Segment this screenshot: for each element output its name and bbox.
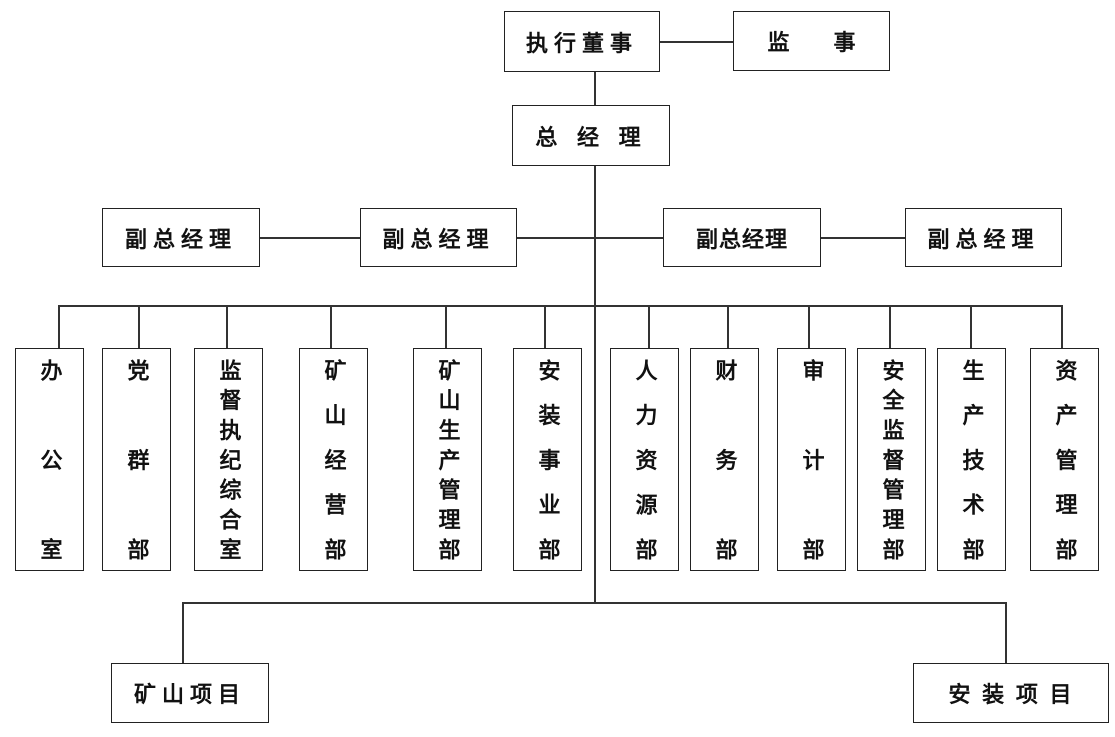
- department-box: 矿山生产管理部: [413, 348, 482, 571]
- connector: [1005, 602, 1007, 663]
- deputy-gm-box: 副总经理: [905, 208, 1062, 267]
- connector: [445, 305, 447, 348]
- connector: [1061, 305, 1063, 348]
- connector: [330, 305, 332, 348]
- executive-director-box: 执行董事: [504, 11, 660, 72]
- department-box: 安全监督管理部: [857, 348, 926, 571]
- department-label: 党群部: [123, 359, 150, 560]
- department-box: 党群部: [102, 348, 171, 571]
- connector: [820, 237, 905, 239]
- connector: [516, 237, 663, 239]
- department-box: 审计部: [777, 348, 846, 571]
- connector: [259, 237, 360, 239]
- connector: [808, 305, 810, 348]
- department-box: 安装事业部: [513, 348, 582, 571]
- connector: [594, 165, 596, 603]
- department-box: 矿山经营部: [299, 348, 368, 571]
- department-label: 安装事业部: [534, 359, 561, 560]
- mine-project-box: 矿山项目: [111, 663, 269, 723]
- department-label: 资产管理部: [1051, 359, 1078, 560]
- connector: [226, 305, 228, 348]
- department-box: 监督执纪综合室: [194, 348, 263, 571]
- department-label: 矿山经营部: [320, 359, 347, 560]
- connector: [659, 41, 733, 43]
- department-box: 生产技术部: [937, 348, 1006, 571]
- connector: [648, 305, 650, 348]
- connector: [594, 71, 596, 105]
- department-label: 审计部: [798, 359, 825, 560]
- department-box: 资产管理部: [1030, 348, 1099, 571]
- department-label: 财务部: [711, 359, 738, 560]
- department-label: 监督执纪综合室: [215, 359, 242, 560]
- connector: [970, 305, 972, 348]
- deputy-gm-box: 副总经理: [360, 208, 517, 267]
- department-box: 财务部: [690, 348, 759, 571]
- connector: [182, 602, 184, 663]
- connector: [58, 305, 60, 348]
- connector: [138, 305, 140, 348]
- deputy-gm-box: 副总经理: [663, 208, 821, 267]
- department-label: 矿山生产管理部: [434, 359, 461, 560]
- department-bus: [58, 305, 1063, 307]
- installation-project-box: 安 装 项 目: [913, 663, 1109, 723]
- department-label: 办公室: [36, 359, 63, 560]
- department-box: 人力资源部: [610, 348, 679, 571]
- project-bus: [182, 602, 1006, 604]
- connector: [889, 305, 891, 348]
- department-label: 人力资源部: [631, 359, 658, 560]
- department-label: 生产技术部: [958, 359, 985, 560]
- general-manager-box: 总 经 理: [512, 105, 670, 166]
- connector: [727, 305, 729, 348]
- deputy-gm-box: 副总经理: [102, 208, 260, 267]
- department-box: 办公室: [15, 348, 84, 571]
- supervisor-box: 监 事: [733, 11, 890, 71]
- department-label: 安全监督管理部: [878, 359, 905, 560]
- connector: [544, 305, 546, 348]
